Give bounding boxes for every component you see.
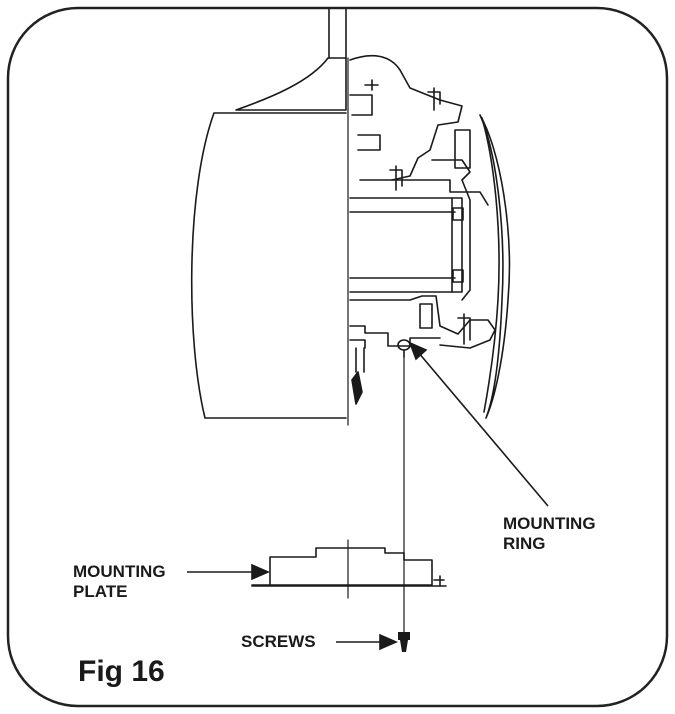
screws-leader: [336, 633, 398, 651]
rounded-frame: [6, 6, 669, 708]
screw-part: [398, 632, 410, 652]
downrod: [328, 8, 347, 59]
motor-cross-section: [349, 54, 496, 405]
mounting-ring-label: MOUNTING RING: [503, 514, 596, 553]
blade-iron: [479, 114, 511, 419]
ring-screw: [397, 339, 411, 358]
mounting-plate-label: MOUNTING PLATE: [73, 562, 166, 601]
screws-label: SCREWS: [241, 632, 316, 651]
motor-housing: [190, 112, 347, 419]
figure-caption: Fig 16: [78, 655, 165, 688]
canopy-collar: [235, 57, 347, 111]
mounting-plate: [251, 539, 447, 599]
ring-leader: [408, 341, 549, 507]
plate-leader: [187, 563, 270, 581]
